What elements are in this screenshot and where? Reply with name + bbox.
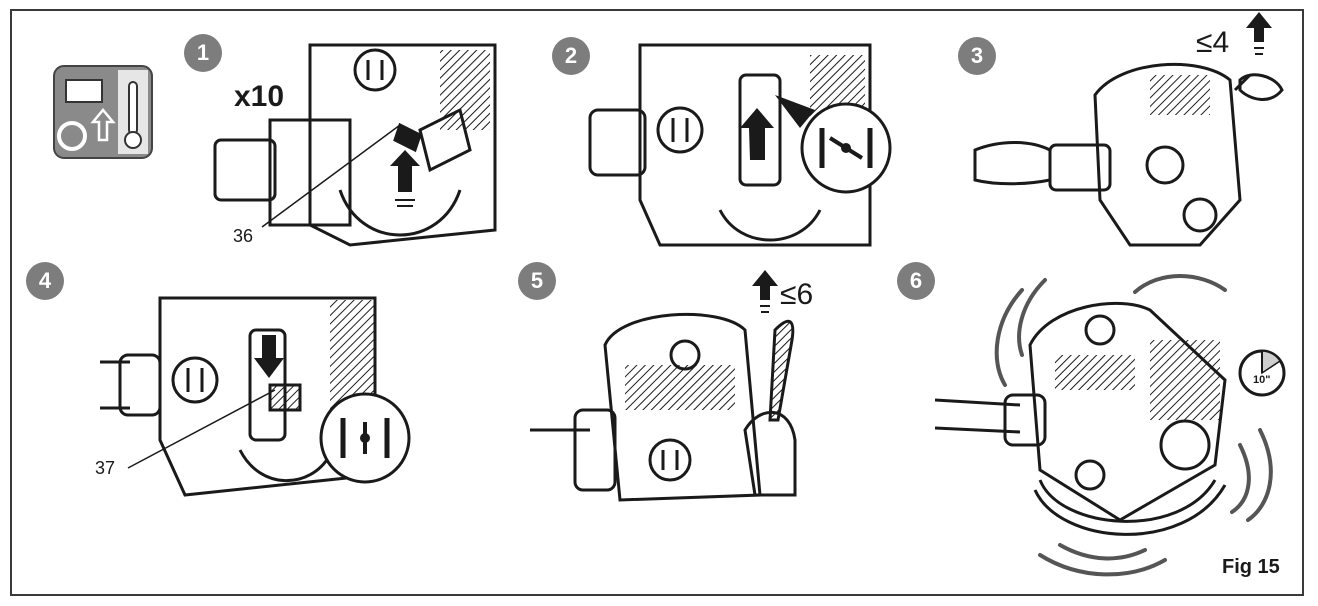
pull-limit-label-step-5: ≤6 (780, 278, 814, 311)
panel-1-illustration (213, 43, 497, 247)
step-badge-5: 5 (518, 262, 556, 300)
step-badge-1: 1 (184, 34, 222, 72)
pull-limit-label-step-3: ≤4 (1196, 26, 1230, 59)
step-badge-4: 4 (26, 262, 64, 300)
timer-label: 10" (1253, 374, 1271, 386)
panel-4-illustration (100, 296, 377, 497)
step-badge-2: 2 (552, 37, 590, 75)
choke-open-icon (319, 392, 411, 484)
panel-3-illustration (973, 12, 1284, 247)
panel-5-illustration (530, 270, 797, 502)
part-ref-37: 37 (95, 458, 116, 478)
step-badge-6: 6 (897, 262, 935, 300)
figure-label: Fig 15 (1222, 556, 1280, 578)
choke-closed-icon (800, 102, 892, 194)
timer-icon (1238, 349, 1286, 397)
engine-warm-thermometer-icon (53, 65, 153, 159)
step-badge-3: 3 (958, 37, 996, 75)
part-ref-36: 36 (233, 226, 254, 246)
panel-6-illustration (934, 301, 1227, 536)
repeat-count-label: x10 (234, 80, 285, 113)
motion-lines (994, 274, 1273, 577)
